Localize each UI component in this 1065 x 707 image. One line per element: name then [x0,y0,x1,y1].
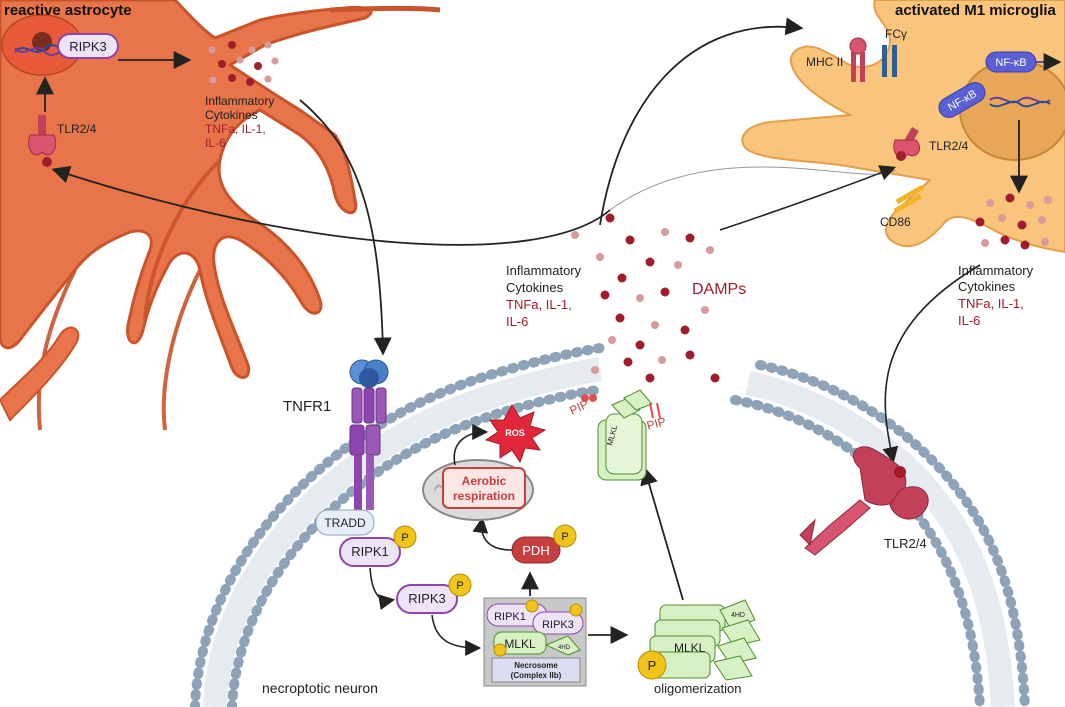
microglia-cytokines-line1: Inflammatory [958,263,1034,278]
pip-left-marker [581,394,597,402]
signal-arrows [51,17,1028,464]
fc-gamma-label: FCγ [885,27,907,41]
ripk3-p-label: P [456,580,463,592]
ros-burst-icon: ROS [484,403,547,464]
microglia-cytokine-cluster [975,193,1052,250]
pip-right-marker [649,402,661,419]
center-cytokines-line4: IL-6 [506,314,528,329]
astrocyte-title: reactive astrocyte [4,2,132,19]
pip-right-label: PIP [645,414,667,433]
tradd-label: TRADD [324,516,366,530]
fc-gamma-receptor-icon [882,45,897,77]
astrocyte-cytokines-line2: Cytokines [205,108,258,122]
astrocyte-cytokines-line3: TNFa, IL-1, [205,122,266,136]
microglia-cytokines-line3: TNFa, IL-1, [958,296,1024,311]
astrocyte-cytokines-line4: IL-6 [205,136,226,150]
ripk1-pill [339,537,401,567]
astrocyte-tlr-receptor-icon [28,115,57,167]
neuron-tlr-receptor-icon [799,446,929,556]
cd86-receptor-icon [893,184,924,214]
pdh-label: PDH [522,543,549,558]
microglia-cytokines-line4: IL-6 [958,313,980,328]
oligomer-mlkl-label: MLKL [674,641,706,655]
necrosome-4hd-label: 4HD [558,645,571,651]
microglia-tlr-label: TLR2/4 [929,139,969,153]
astrocyte-cytokine-cluster [208,41,279,86]
necrosome-ripk1-label: RIPK1 [494,611,526,623]
center-cytokines-line1: Inflammatory [506,263,582,278]
necrosome-ripk3-label: RIPK3 [542,619,574,631]
oligomerization-label: oligomerization [654,681,741,696]
necrosome-line2: (Complex IIb) [511,671,562,680]
cd86-label: CD86 [880,215,911,229]
tnfr1-label: TNFR1 [283,398,331,415]
ripk3-label: RIPK3 [408,591,446,606]
microglia-nucleus [959,59,1065,161]
reactive-astrocyte: RIPK3 TLR2/4 reactive astrocyte [0,0,441,431]
tnfr1-receptor-icon [349,359,389,510]
ros-label: ROS [505,428,525,438]
microglia-cytokines-line2: Cytokines [958,279,1016,294]
mlkl-membrane-pore: MLKL [597,389,653,481]
nfkb-label-nucleus: NF-κB [995,57,1026,69]
ripk3-phospho-badge [448,573,472,597]
ripk1-phospho-badge [393,525,417,549]
center-cytokines-line2: Cytokines [506,280,564,295]
necrosome-mlkl [493,631,547,655]
oligomer-4hd-label: 4HD [731,612,745,619]
necrosome-ripk3-pill [532,611,584,635]
necrosome-line1: Necrosome [514,661,558,670]
ripk1-label: RIPK1 [351,544,389,559]
ripk3-pill [396,584,458,614]
astrocyte-ripk3-pill [57,33,119,59]
mlkl-p-label: P [648,658,657,673]
damps-cytokine-cloud [571,213,720,383]
mlkl-phospho-badge [637,650,667,680]
center-cytokines-line3: TNFa, IL-1, [506,297,572,312]
pdh-p-label: P [561,531,568,543]
tradd-pill [315,509,375,536]
neuron-tlr-label: TLR2/4 [884,536,927,551]
aerobic-line1: Aerobic [462,474,507,488]
astrocyte-tlr-label: TLR2/4 [57,122,97,136]
ripk1-p-label: P [401,532,408,544]
neuron-membrane [190,343,1030,707]
damps-label: DAMPs [692,281,746,298]
microglia-title: activated M1 microglia [895,2,1057,19]
astrocyte-ripk3-label: RIPK3 [69,39,107,54]
astrocyte-cytokines-line1: Inflammatory [205,94,274,108]
aerobic-respiration-box [442,467,526,509]
aerobic-line2: respiration [453,489,515,503]
necroptotic-neuron-label: necroptotic neuron [262,680,378,696]
mhc-ii-label: MHC II [806,55,843,69]
activated-microglia: MHC II FCγ NF-κB NF-κB TLR2/4 CD86 activ… [741,0,1065,254]
necrosome-mlkl-label: MLKL [504,637,536,651]
microglia-tlr-receptor-icon [893,126,921,161]
mhc-ii-receptor-icon [849,37,867,82]
